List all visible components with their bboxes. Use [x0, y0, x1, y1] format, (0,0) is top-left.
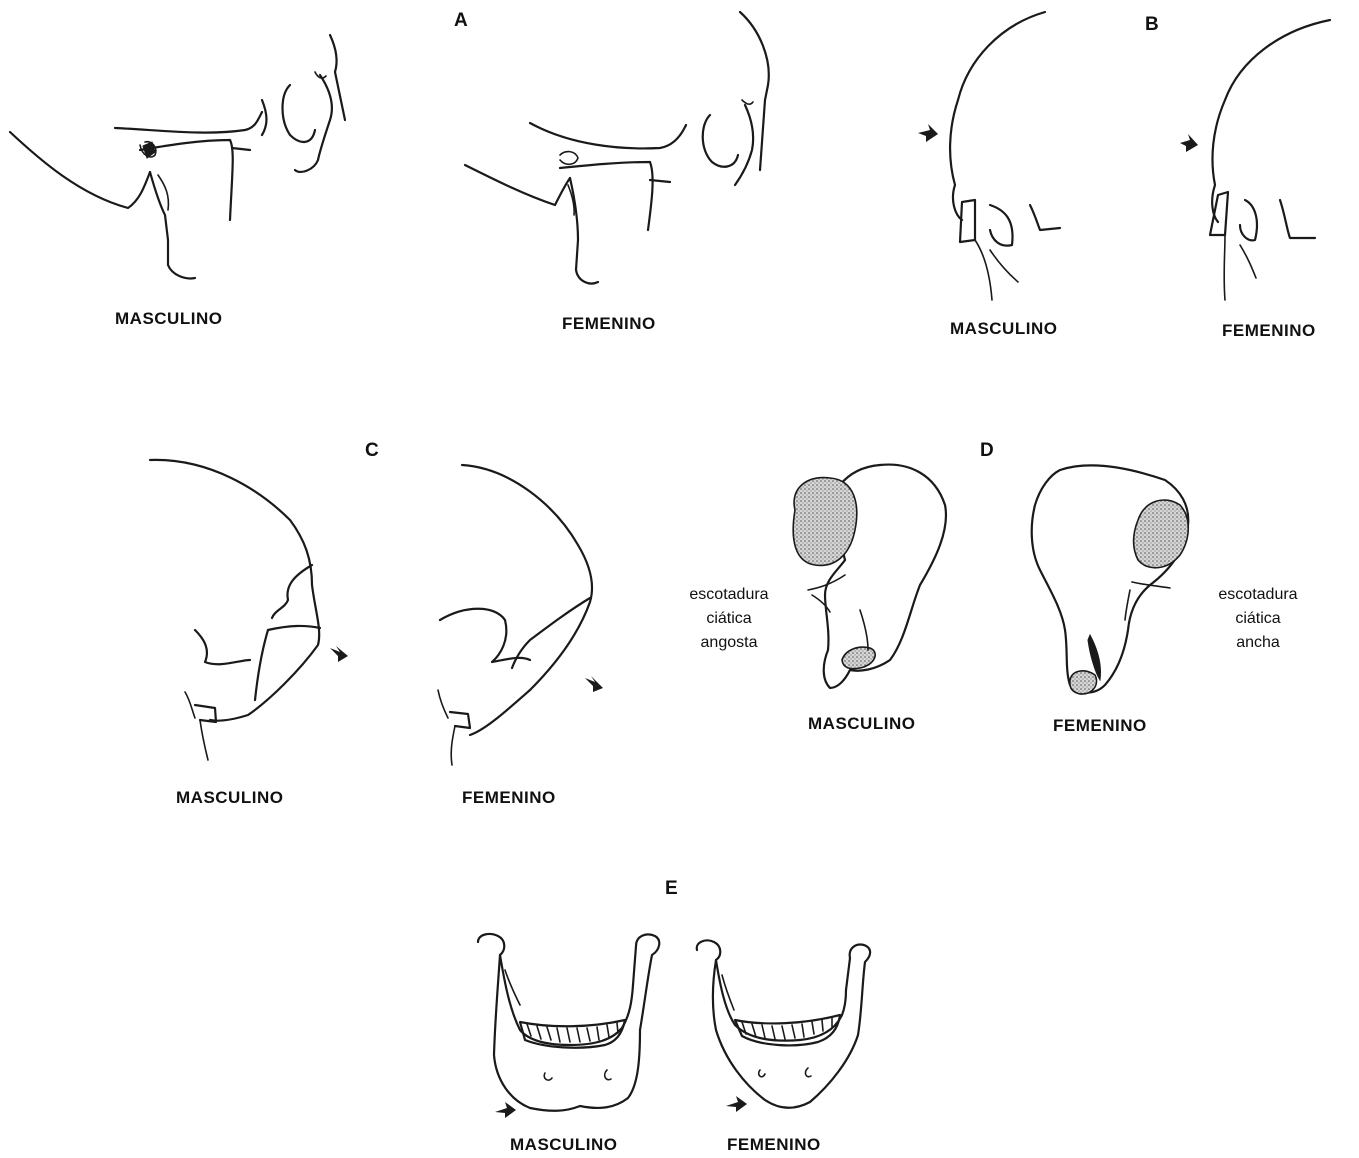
panel-letter-a: A — [454, 10, 468, 32]
panel-letter-c: C — [365, 440, 379, 462]
panel-d-masculino-hip-bone — [793, 465, 946, 688]
panel-a-femenino-skull — [465, 12, 769, 284]
panel-d-wide-notch-note: escotadura ciática ancha — [1198, 583, 1318, 655]
panel-a-male-label: MASCULINO — [115, 309, 222, 329]
panel-letter-e: E — [665, 878, 678, 900]
panel-e-masculino-mandible — [478, 934, 659, 1118]
panel-e-female-label: FEMENINO — [727, 1135, 821, 1155]
panel-e-femenino-mandible — [697, 940, 870, 1112]
panel-e-male-label: MASCULINO — [510, 1135, 617, 1155]
note-line: angosta — [669, 631, 789, 655]
panel-d-narrow-notch-note: escotadura ciática angosta — [669, 583, 789, 655]
panel-c-male-label: MASCULINO — [176, 788, 283, 808]
panel-d-male-label: MASCULINO — [808, 714, 915, 734]
panel-d-female-label: FEMENINO — [1053, 716, 1147, 736]
note-line: escotadura — [669, 583, 789, 607]
panel-a-masculino-skull — [10, 35, 345, 278]
panel-c-female-label: FEMENINO — [462, 788, 556, 808]
note-line: ciática — [1198, 607, 1318, 631]
panel-d-femenino-hip-bone — [1032, 465, 1189, 694]
panel-b-masculino-skull-profile — [918, 12, 1060, 300]
panel-b-femenino-skull-profile — [1180, 20, 1330, 300]
panel-a-female-label: FEMENINO — [562, 314, 656, 334]
panel-c-femenino-skull-occipital — [438, 465, 603, 765]
note-line: ciática — [669, 607, 789, 631]
note-line: escotadura — [1198, 583, 1318, 607]
panel-b-female-label: FEMENINO — [1222, 321, 1316, 341]
note-line: ancha — [1198, 631, 1318, 655]
panel-b-male-label: MASCULINO — [950, 319, 1057, 339]
panel-letter-d: D — [980, 440, 994, 462]
panel-c-masculino-skull-occipital — [150, 460, 348, 760]
panel-letter-b: B — [1145, 14, 1159, 36]
